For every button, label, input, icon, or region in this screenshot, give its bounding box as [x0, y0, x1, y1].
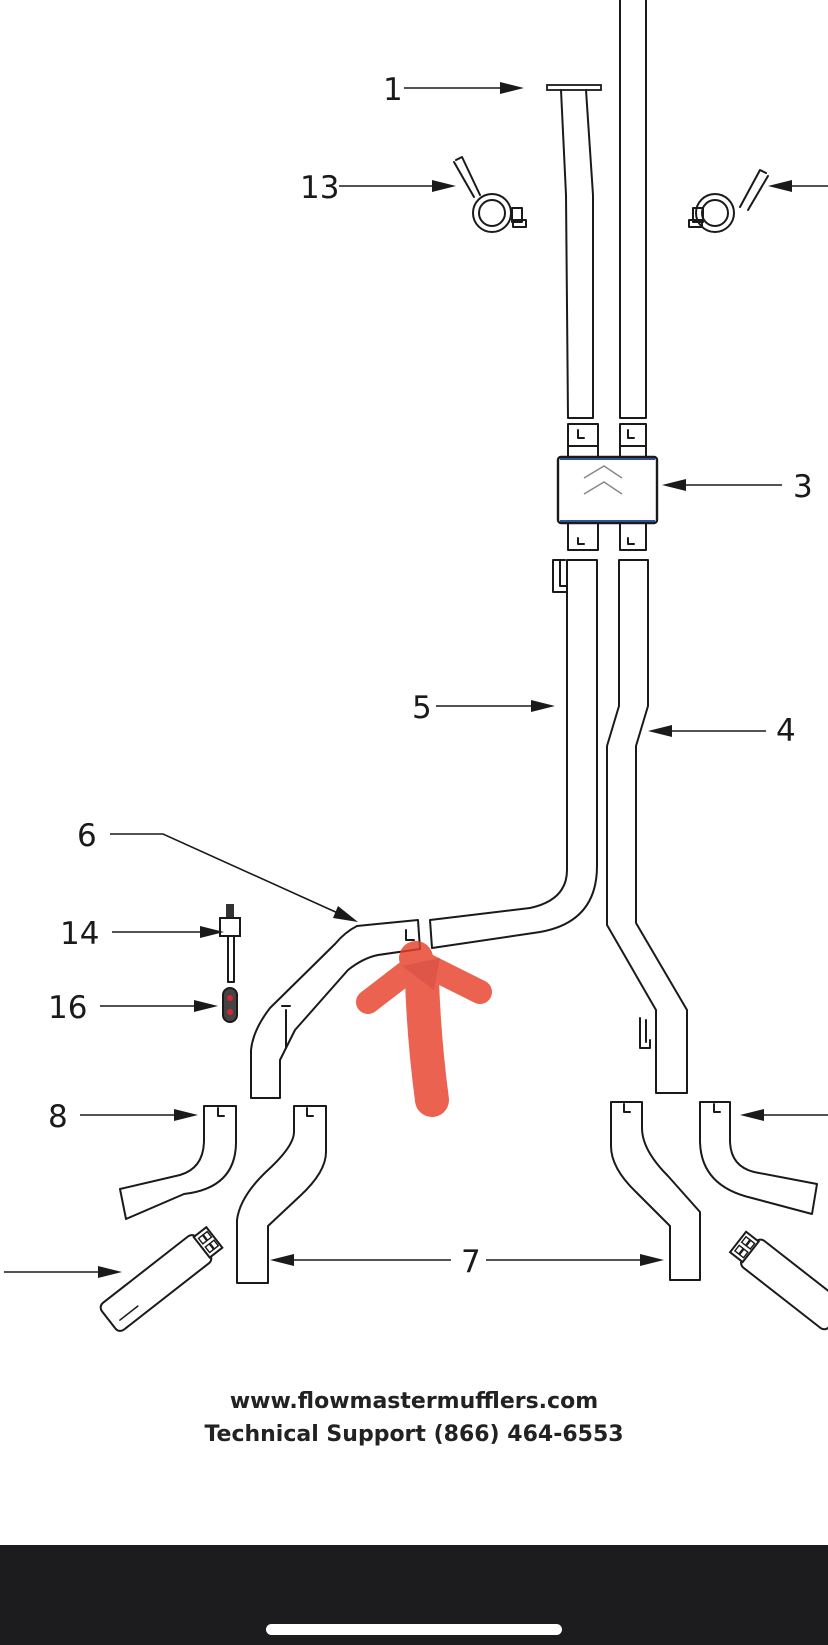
footer-contact: www.flowmastermufflers.com Technical Sup…	[0, 1385, 828, 1451]
part-16-rubber-isolator	[222, 987, 238, 1023]
part-4-mid-pipe	[606, 559, 688, 1094]
red-annotation-arrow	[356, 941, 492, 1117]
callout-8: 8	[48, 1099, 828, 1135]
part-7-pipe-left	[236, 1105, 327, 1284]
callout-tip-leader	[4, 1266, 122, 1278]
exhaust-tip-left	[99, 1225, 224, 1332]
svg-text:16: 16	[48, 990, 87, 1026]
callout-7: 7	[270, 1244, 664, 1280]
callout-16: 16	[48, 990, 218, 1026]
callout-4: 4	[648, 713, 796, 749]
part-6-bend-pipe	[250, 919, 421, 1099]
website-link[interactable]: www.flowmastermufflers.com	[229, 1389, 599, 1414]
part-14-hanger-rod	[219, 904, 241, 983]
svg-text:14: 14	[60, 916, 99, 952]
part-7-pipe-right	[610, 1101, 701, 1281]
callout-1: 1	[383, 72, 524, 108]
exhaust-tip-right	[728, 1230, 828, 1331]
upper-right-tube	[619, 0, 647, 419]
callout-5: 5	[412, 690, 555, 726]
svg-text:7: 7	[461, 1244, 481, 1280]
svg-text:13: 13	[300, 170, 339, 206]
part-5-mid-pipe	[429, 559, 598, 949]
svg-text:4: 4	[776, 713, 796, 749]
svg-text:6: 6	[77, 818, 97, 854]
part-13-clamp-right	[688, 169, 769, 233]
part-3-x-pipe-muffler	[556, 423, 659, 551]
callout-6: 6	[77, 818, 358, 922]
svg-text:8: 8	[48, 1099, 68, 1135]
svg-text:5: 5	[412, 690, 432, 726]
svg-text:1: 1	[383, 72, 403, 108]
part-8-tailpipe-right	[699, 1101, 818, 1215]
part-8-tailpipe-left	[119, 1105, 237, 1220]
svg-text:3: 3	[793, 469, 813, 505]
system-bottom-bar	[0, 1545, 828, 1645]
part-13-clamp-left	[453, 156, 527, 233]
technical-support-phone: Technical Support (866) 464-6553	[204, 1422, 624, 1447]
diagram-stage: 1 13 3 5 4 6 14 16 8	[0, 0, 828, 1451]
part-1-flange	[546, 84, 602, 419]
exhaust-parts-diagram: 1 13 3 5 4 6 14 16 8	[4, 0, 828, 1332]
home-indicator[interactable]	[266, 1624, 562, 1635]
callout-14: 14	[60, 916, 224, 952]
callout-3: 3	[662, 469, 813, 505]
callout-13: 13	[300, 170, 828, 206]
